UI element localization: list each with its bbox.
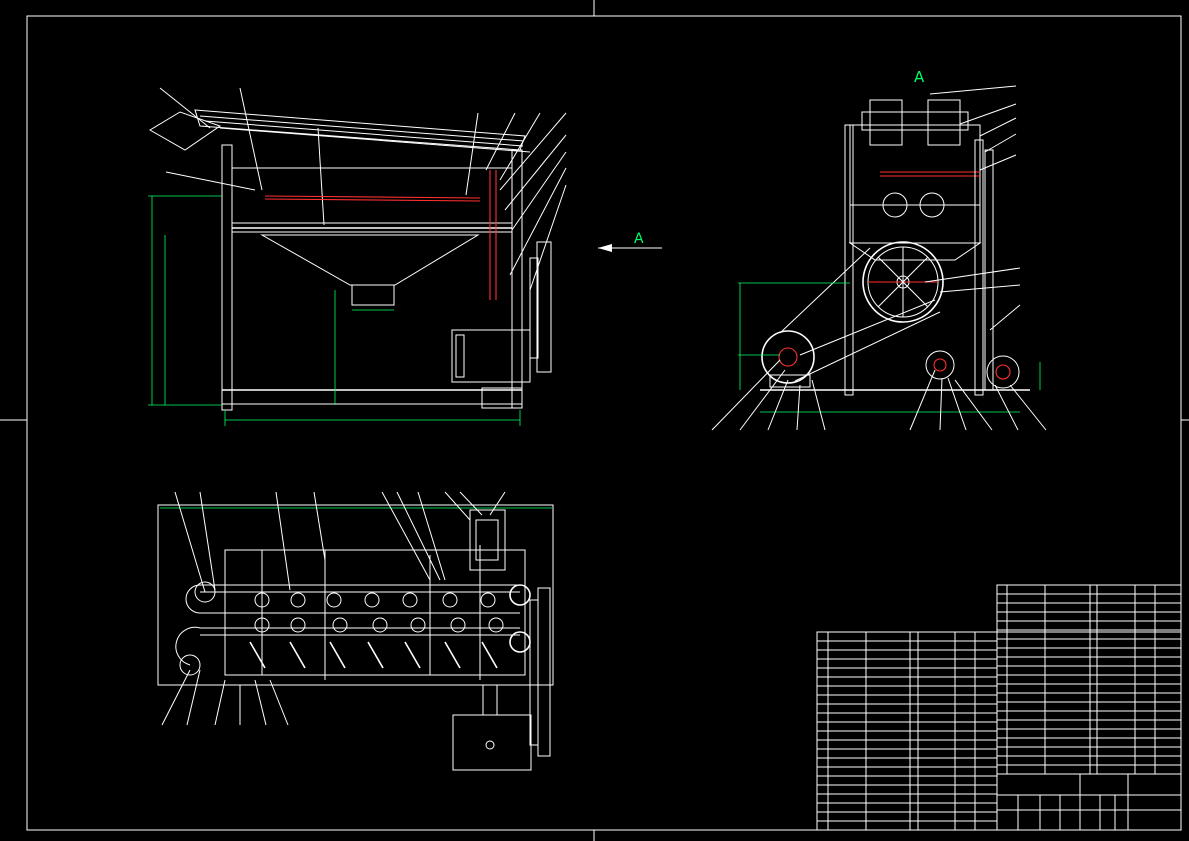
top-view — [157, 491, 554, 771]
view-title-letter: A — [914, 68, 925, 86]
side-view: A — [711, 68, 1047, 431]
view-arrow-letter: A — [634, 231, 644, 247]
roller-row-lower — [254, 617, 504, 633]
scraper-blades — [249, 641, 498, 669]
view-direction-arrow: A — [598, 231, 662, 252]
front-view — [148, 87, 567, 426]
parts-list-table — [816, 584, 1182, 831]
roller-row-upper — [254, 592, 496, 608]
